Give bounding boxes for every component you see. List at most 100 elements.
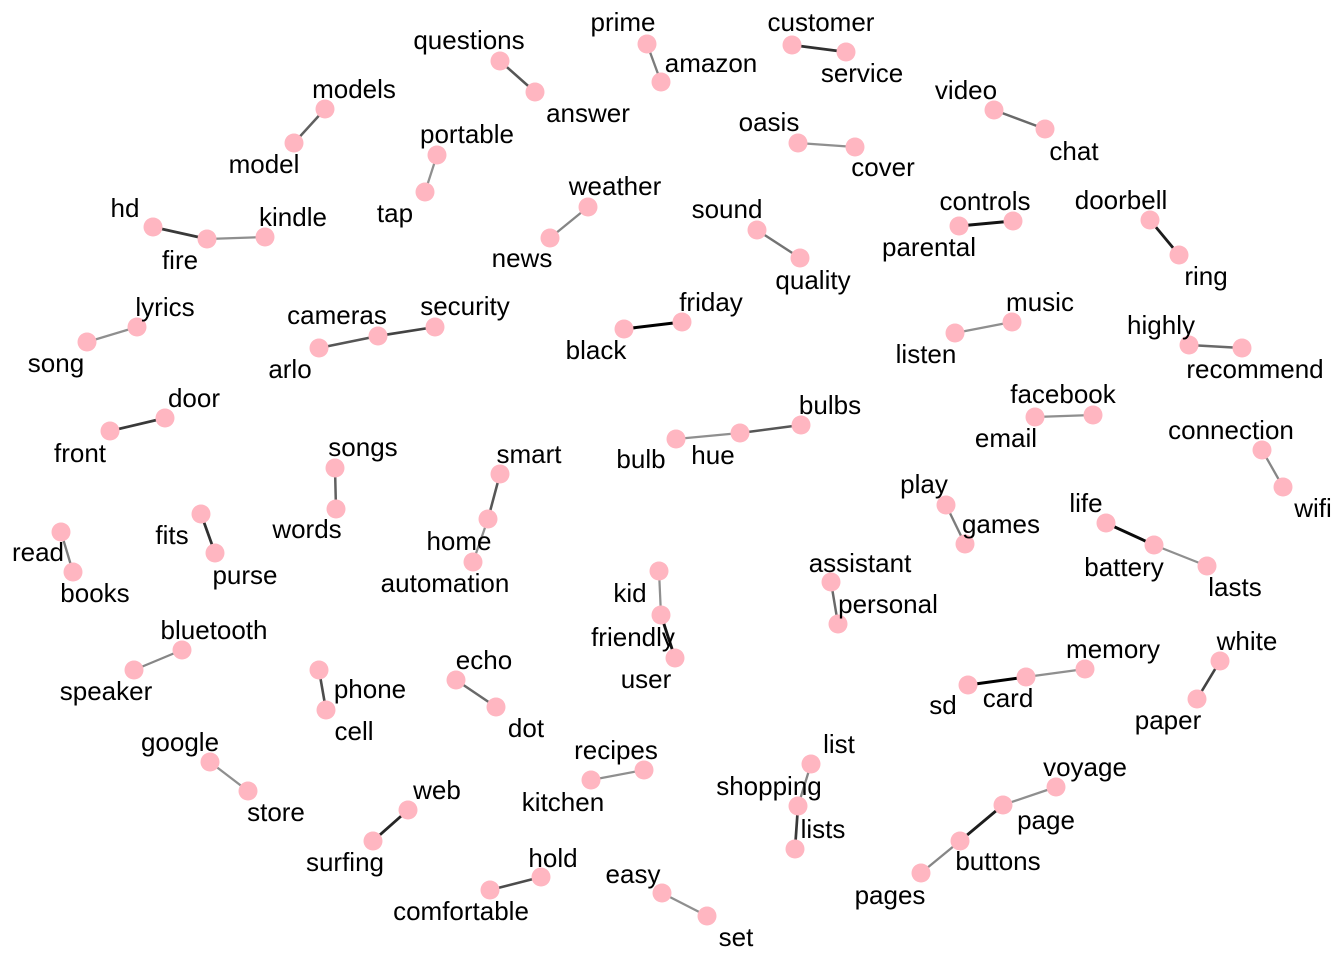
label-web: web xyxy=(412,775,461,805)
node-highly xyxy=(1179,335,1199,355)
node-black xyxy=(614,319,634,339)
label-recipes: recipes xyxy=(574,735,658,765)
node-listen xyxy=(945,323,965,343)
node-song xyxy=(77,332,97,352)
node-home xyxy=(478,509,498,529)
label-echo: echo xyxy=(456,645,512,675)
label-customer: customer xyxy=(768,7,875,37)
node-prime xyxy=(637,34,657,54)
node-books xyxy=(63,562,83,582)
label-games: games xyxy=(962,509,1040,539)
node-battery xyxy=(1144,535,1164,555)
label-doorbell: doorbell xyxy=(1075,185,1168,215)
label-prime: prime xyxy=(590,7,655,37)
label-pages: pages xyxy=(855,880,926,910)
label-kid: kid xyxy=(613,578,646,608)
label-read: read xyxy=(12,537,64,567)
node-smart xyxy=(490,464,510,484)
node-portable xyxy=(427,145,447,165)
node-kid xyxy=(649,561,669,581)
label-purse: purse xyxy=(212,560,277,590)
label-smart: smart xyxy=(497,439,563,469)
label-user: user xyxy=(621,664,672,694)
label-controls: controls xyxy=(939,186,1030,216)
node-quality xyxy=(790,248,810,268)
label-store: store xyxy=(247,797,305,827)
label-quality: quality xyxy=(775,265,850,295)
label-oasis: oasis xyxy=(739,107,800,137)
node-chat xyxy=(1035,119,1055,139)
label-words: words xyxy=(271,514,341,544)
node-security xyxy=(425,317,445,337)
node-life xyxy=(1096,513,1116,533)
node-friendly xyxy=(651,605,671,625)
label-service: service xyxy=(821,58,903,88)
label-surfing: surfing xyxy=(306,847,384,877)
label-bulbs: bulbs xyxy=(799,390,861,420)
label-google: google xyxy=(141,727,219,757)
node-store xyxy=(238,781,258,801)
node-lists xyxy=(785,839,805,859)
label-friday: friday xyxy=(679,287,743,317)
edge-sd-card xyxy=(966,675,1028,687)
label-kindle: kindle xyxy=(259,202,327,232)
node-pages xyxy=(911,863,931,883)
label-bluetooth: bluetooth xyxy=(161,615,268,645)
node-games xyxy=(955,534,975,554)
label-listen: listen xyxy=(896,339,957,369)
node-set xyxy=(697,906,717,926)
node-cameras xyxy=(368,326,388,346)
edge-bulb-hue xyxy=(674,431,742,441)
label-chat: chat xyxy=(1049,136,1099,166)
node-page xyxy=(993,795,1013,815)
edge-music-listen xyxy=(953,320,1014,335)
node-connection xyxy=(1252,440,1272,460)
label-cameras: cameras xyxy=(287,300,387,330)
node-hold xyxy=(531,867,551,887)
label-page: page xyxy=(1017,805,1075,835)
node-play xyxy=(936,495,956,515)
label-lists: lists xyxy=(801,814,846,844)
label-models: models xyxy=(312,74,396,104)
node-speaker xyxy=(124,660,144,680)
node-shopping xyxy=(788,796,808,816)
label-hold: hold xyxy=(528,843,577,873)
node-web xyxy=(398,800,418,820)
node-lyrics xyxy=(127,317,147,337)
label-recommend: recommend xyxy=(1186,354,1323,384)
label-wifi: wifi xyxy=(1293,493,1332,523)
node-comfortable xyxy=(480,880,500,900)
node-bluetooth xyxy=(172,640,192,660)
label-front: front xyxy=(54,438,107,468)
label-fire: fire xyxy=(162,245,198,275)
node-automation xyxy=(463,552,483,572)
node-doorbell xyxy=(1140,210,1160,230)
label-books: books xyxy=(60,578,129,608)
label-cover: cover xyxy=(851,152,915,182)
node-hd xyxy=(143,217,163,237)
node-news xyxy=(540,228,560,248)
node-hue xyxy=(730,423,750,443)
edge-black-friday xyxy=(622,320,684,331)
node-customer xyxy=(782,35,802,55)
node-layer xyxy=(51,34,1293,926)
node-assistant xyxy=(821,572,841,592)
node-questions xyxy=(490,51,510,71)
node-paper xyxy=(1187,689,1207,709)
label-arlo: arlo xyxy=(268,354,311,384)
label-hd: hd xyxy=(111,193,140,223)
node-echo xyxy=(446,670,466,690)
label-song: song xyxy=(28,348,84,378)
label-music: music xyxy=(1006,287,1074,317)
label-lyrics: lyrics xyxy=(135,292,194,322)
label-amazon: amazon xyxy=(665,48,758,78)
node-recipes xyxy=(634,760,654,780)
label-hue: hue xyxy=(691,440,734,470)
node-door xyxy=(155,408,175,428)
label-ring: ring xyxy=(1184,261,1227,291)
node-answer xyxy=(525,82,545,102)
label-speaker: speaker xyxy=(60,676,153,706)
label-weather: weather xyxy=(568,171,662,201)
node-service xyxy=(836,42,856,62)
label-phone: phone xyxy=(334,674,406,704)
